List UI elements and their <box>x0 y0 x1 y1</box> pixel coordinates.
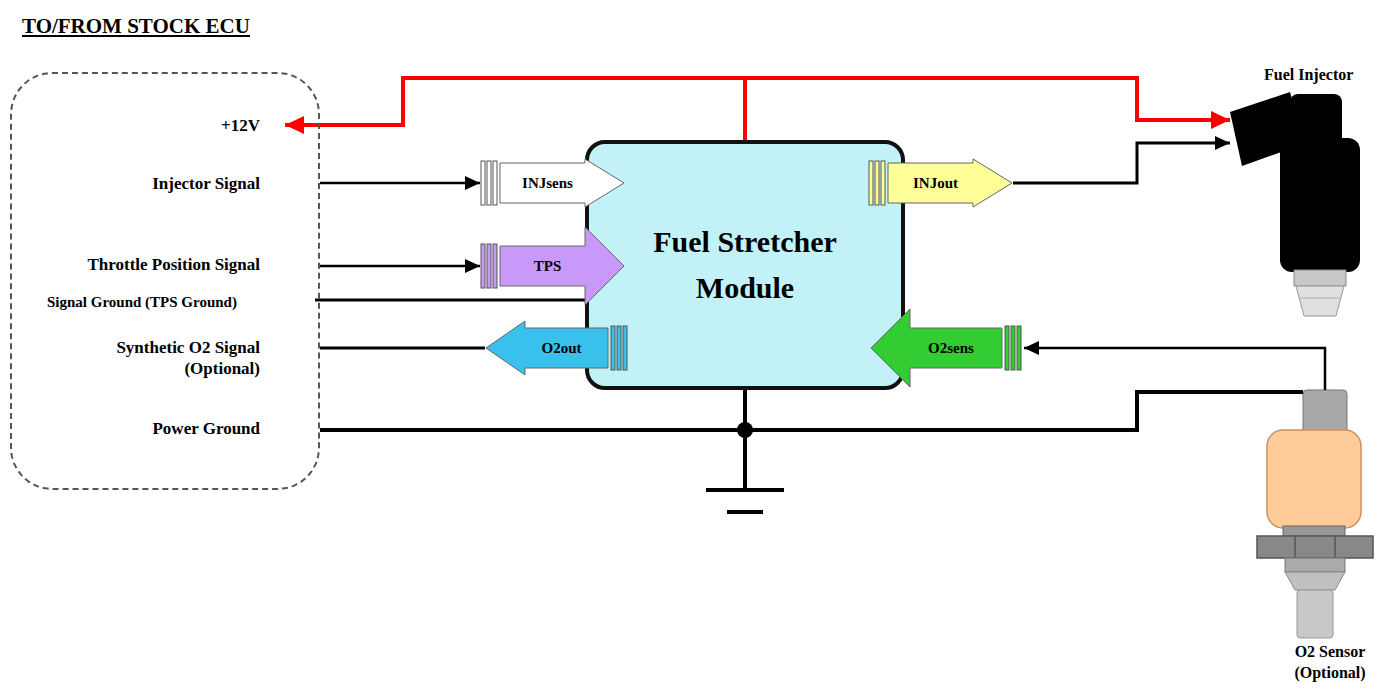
module-box: Fuel Stretcher ModuleINJsensTPSO2outINJo… <box>585 140 905 390</box>
connector <box>320 265 480 268</box>
connector <box>1024 348 1325 390</box>
connector <box>315 299 585 302</box>
pin-label: INJsens <box>500 158 595 208</box>
pin-label: TPS <box>500 226 595 306</box>
pin-arrow: O2sens <box>870 308 1022 388</box>
fuel-injector: Fuel Injector <box>1230 66 1365 316</box>
pin-label: O2out <box>515 320 608 376</box>
connector <box>285 78 745 140</box>
injector-drawing <box>1230 92 1360 316</box>
signal-label: Signal Ground (TPS Ground) <box>47 294 237 311</box>
connector <box>745 78 1230 140</box>
connector <box>320 390 745 430</box>
connector <box>320 182 480 185</box>
signal-label: Injector Signal <box>152 174 260 194</box>
pin-label: O2sens <box>900 308 1002 388</box>
signal-label: Power Ground <box>152 419 260 439</box>
o2-sensor: O2 Sensor (Optional) <box>1255 386 1377 692</box>
signal-label: +12V <box>221 116 260 136</box>
pin-arrow: INJout <box>868 158 1013 208</box>
signal-label: Synthetic O2 Signal (Optional) <box>85 337 260 379</box>
pin-arrow: INJsens <box>480 158 625 208</box>
pin-arrow: O2out <box>485 320 628 376</box>
ground-symbol <box>706 430 784 512</box>
signal-label: O2 Sensor (Optional) <box>1283 641 1377 683</box>
module-title: Fuel Stretcher Module <box>625 219 865 311</box>
pin-label: INJout <box>888 158 983 208</box>
signal-label: TO/FROM STOCK ECU <box>22 14 250 39</box>
connector <box>1013 143 1230 183</box>
pin-arrow: TPS <box>480 226 625 306</box>
o2-sensor-drawing <box>1257 390 1373 638</box>
connector <box>320 347 485 350</box>
signal-label: Fuel Injector <box>1264 66 1353 84</box>
signal-label: Throttle Position Signal <box>87 255 260 275</box>
ecu-box: TO/FROM STOCK ECU+12VInjector SignalThro… <box>10 72 320 490</box>
connector <box>745 390 1303 430</box>
